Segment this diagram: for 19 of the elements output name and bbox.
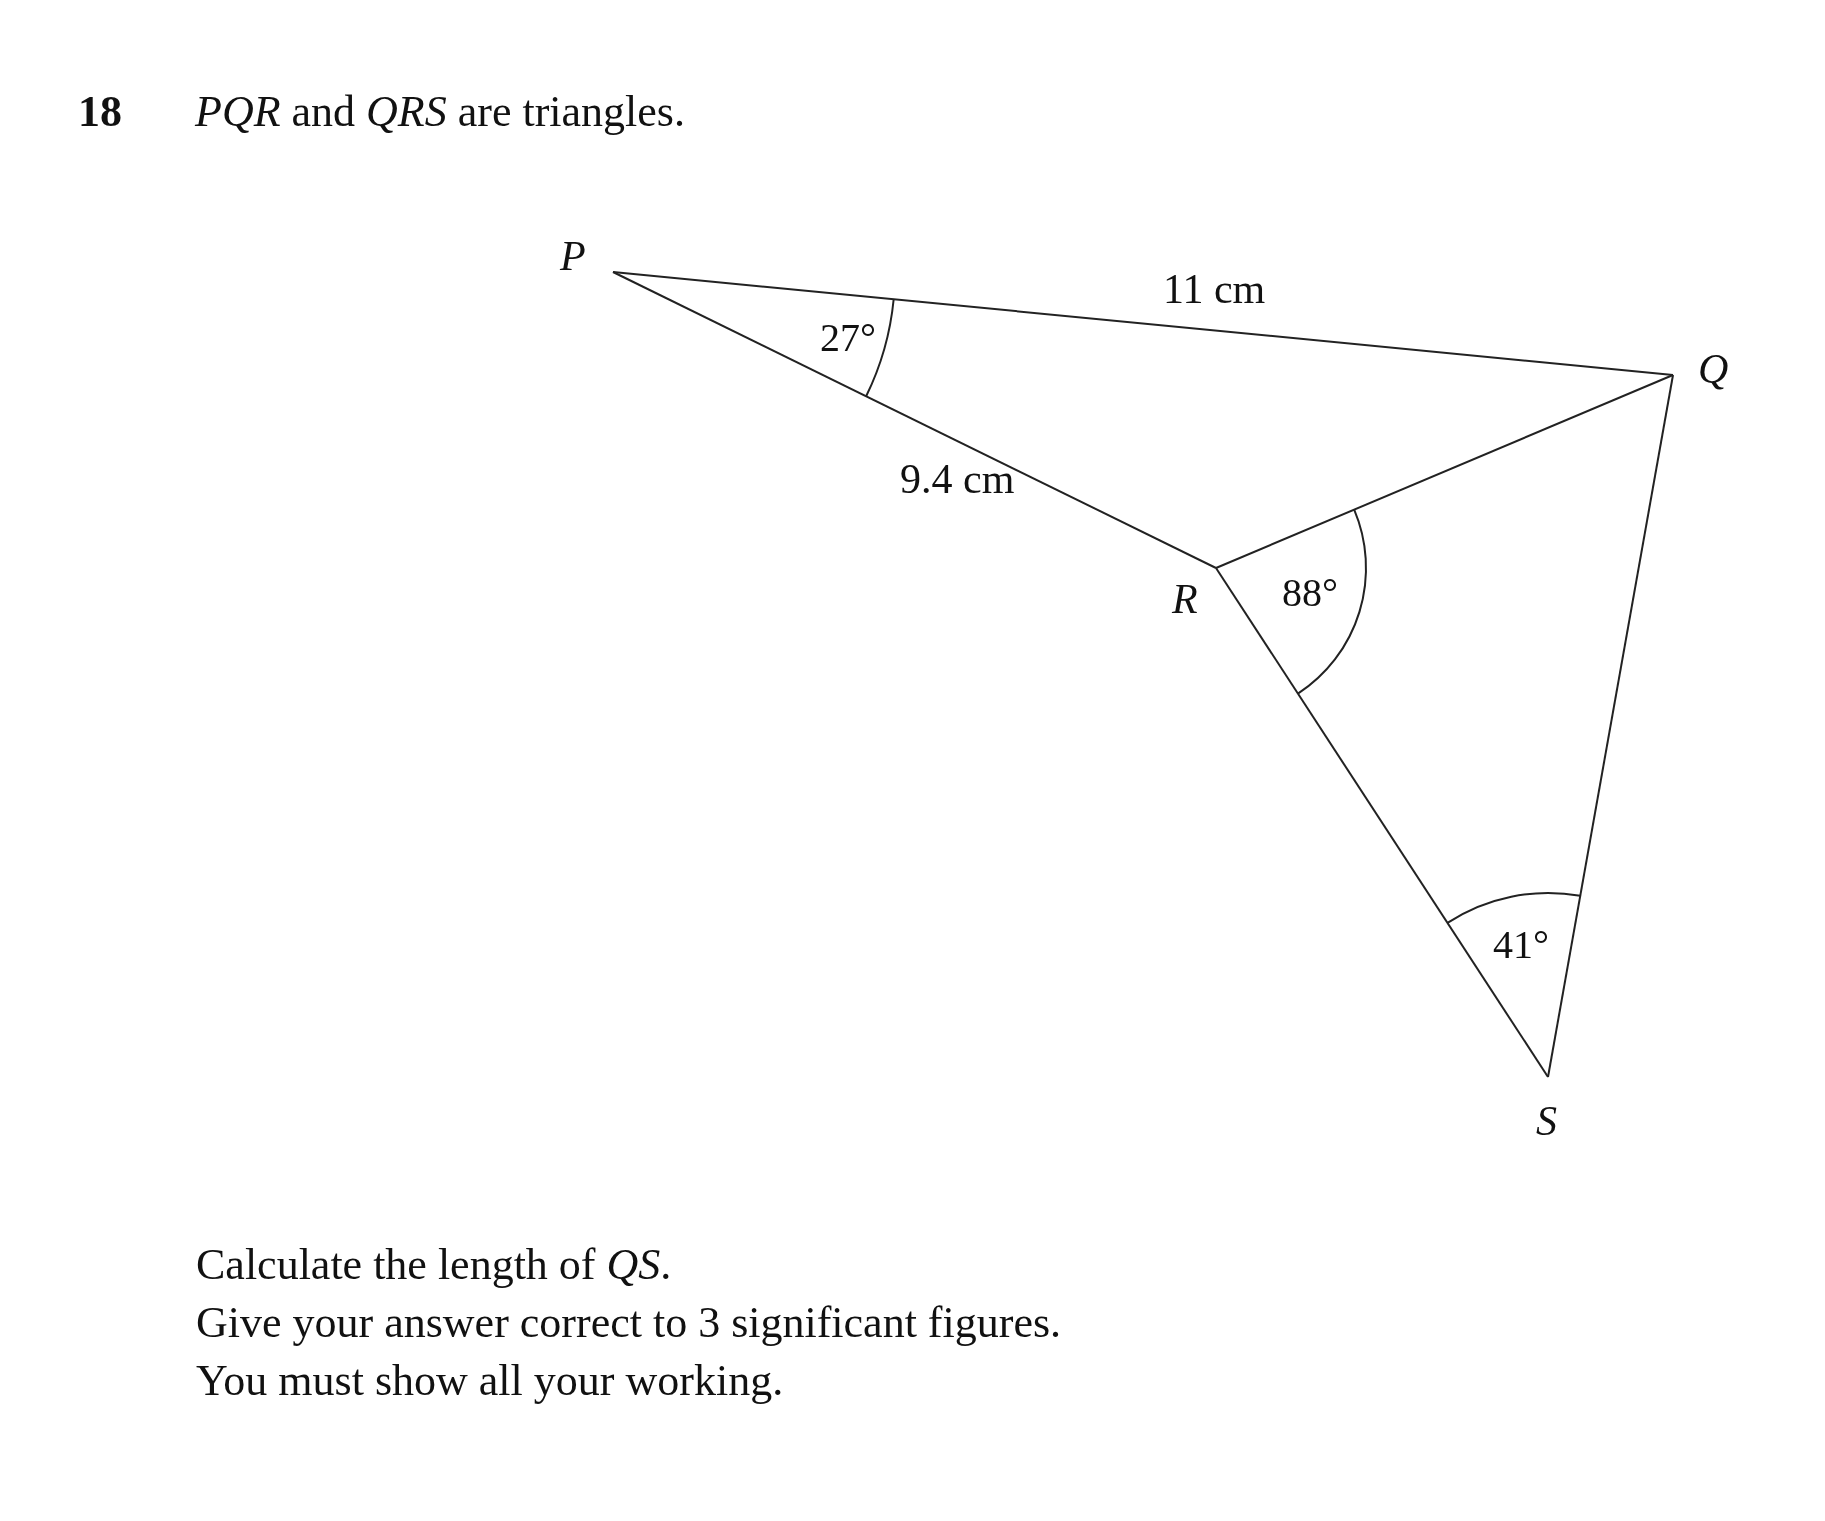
triangle-side [1547, 374, 1674, 1078]
angle-label: 27° [820, 318, 876, 358]
angle-label: 41° [1493, 925, 1549, 965]
triangle-side [612, 271, 1217, 569]
edge-label: 9.4 cm [900, 458, 1015, 500]
question-text: Give your answer correct to 3 significant figures. [196, 1301, 1062, 1345]
vertex-label: Q [1698, 348, 1729, 390]
question-number: 18 [78, 90, 122, 134]
vertex-label: R [1172, 578, 1198, 620]
triangle-side [1215, 374, 1674, 569]
angle-label: 88° [1282, 573, 1338, 613]
triangle-side [1215, 567, 1549, 1078]
triangle-side [612, 271, 1674, 376]
question-text: You must show all your working. [196, 1359, 784, 1403]
vertex-label: S [1536, 1100, 1557, 1142]
question-title: PQR and QRS are triangles. [195, 90, 685, 134]
question-text: Calculate the length of QS. [196, 1243, 672, 1287]
edge-label: 11 cm [1163, 268, 1266, 310]
vertex-label: P [560, 235, 586, 277]
